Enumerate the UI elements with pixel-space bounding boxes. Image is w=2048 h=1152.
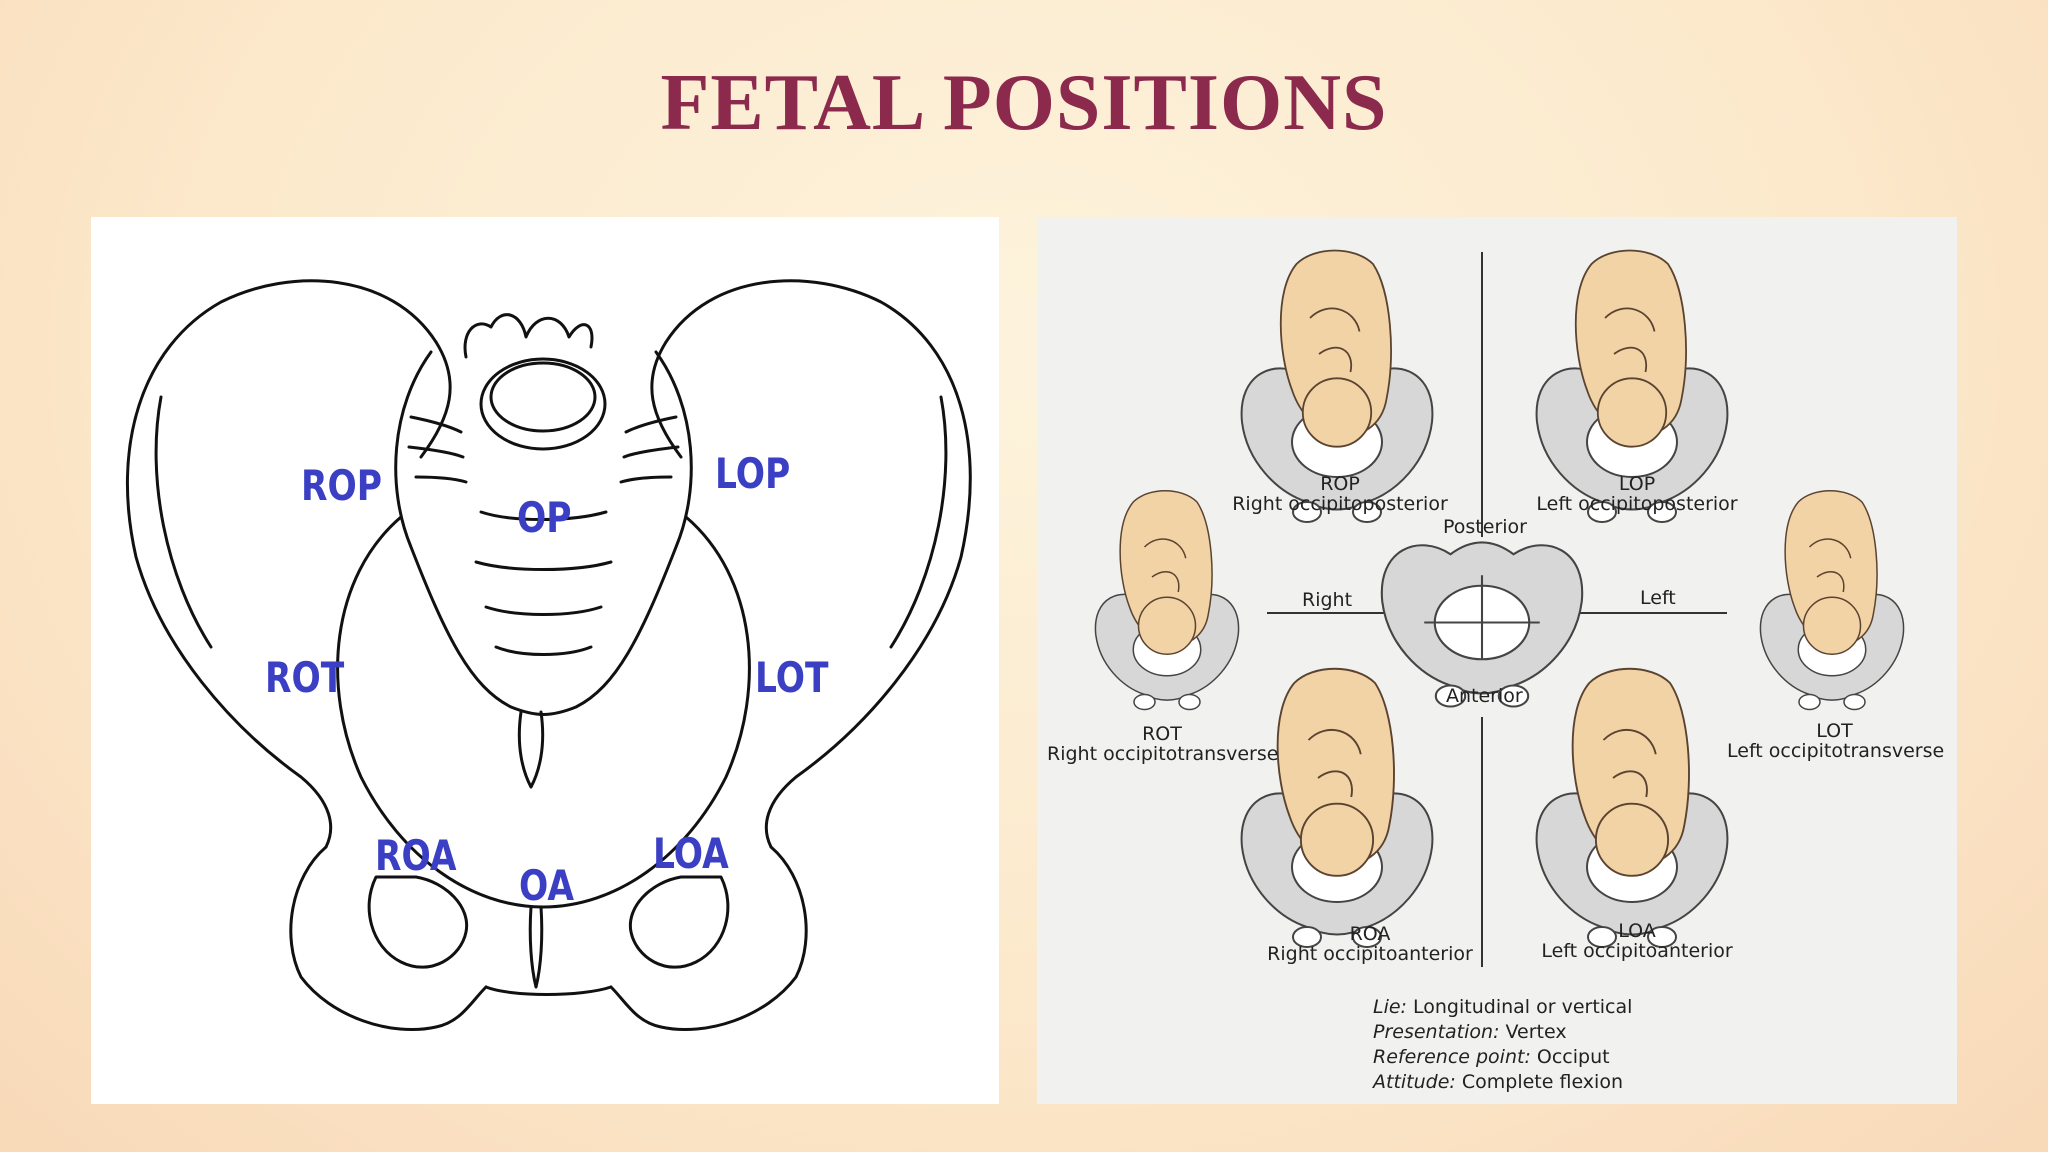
label-lot: LOT	[755, 653, 829, 702]
label-rot: ROT	[265, 653, 345, 702]
legend-row-attitude: Attitude: Complete flexion	[1373, 1071, 1623, 1093]
axis-label-anterior: Anterior	[1446, 685, 1523, 707]
fetal-positions-illustration	[1094, 249, 1905, 967]
caption-loa: LOA Left occipitoanterior	[1541, 920, 1733, 962]
legend-row-presentation: Presentation: Vertex	[1373, 1021, 1567, 1043]
label-lop: LOP	[715, 449, 791, 498]
label-loa: LOA	[653, 829, 729, 878]
label-rop: ROP	[301, 461, 383, 510]
slide-title: FETAL POSITIONS	[660, 59, 1388, 147]
caption-lop: LOP Left occipitoposterior	[1536, 473, 1738, 515]
legend-row-reference: Reference point: Occiput	[1373, 1046, 1610, 1068]
legend-row-lie: Lie: Longitudinal or vertical	[1373, 996, 1633, 1018]
caption-roa: ROA Right occipitoanterior	[1267, 923, 1473, 965]
pelvis-line-drawing	[125, 279, 972, 1032]
caption-lot: LOT Left occipitotransverse	[1727, 720, 1945, 762]
presentation-legend: Lie: Longitudinal or vertical Presentati…	[1373, 995, 1632, 1095]
axis-label-left: Left	[1640, 587, 1676, 609]
axis-label-posterior: Posterior	[1443, 516, 1527, 538]
caption-rop: ROP Right occipitoposterior	[1232, 473, 1448, 515]
caption-rot: ROT Right occipitotransverse	[1047, 723, 1279, 765]
label-oa: OA	[519, 861, 575, 910]
label-op: OP	[517, 493, 572, 542]
label-roa: ROA	[375, 831, 457, 880]
fetal-positions-chart-panel: ROP Right occipitoposterior LOP Left occ…	[1037, 217, 1957, 1104]
axis-label-right: Right	[1302, 589, 1353, 611]
pelvis-diagram-panel: ROP LOP OP ROT LOT ROA OA LOA	[91, 217, 999, 1104]
